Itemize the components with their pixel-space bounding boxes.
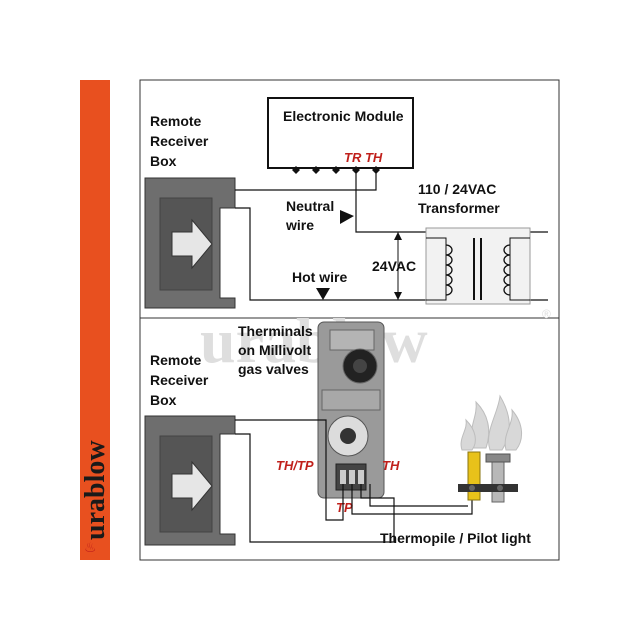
top-receiver-arrow-icon [171,218,213,270]
bottom-receiver-box [144,415,236,546]
hot-wire-label: Hot wire [292,269,347,285]
bottom-wiring [235,419,473,543]
brand-sidebar [80,80,110,560]
voltage-arrow-down-icon [394,292,402,300]
electronic-module-label: Electronic Module [283,108,404,124]
hot-wire-arrow-icon [316,288,330,300]
terminals-label: Therminals on Millivolt gas valves [238,323,317,377]
terminal-th-tp [340,470,346,484]
millivolt-gas-valve [317,321,385,499]
neutral-wire-label: Neutral wire [285,198,338,233]
neutral-wire-arrow-icon [340,210,354,224]
terminal-tp [349,470,355,484]
thermopile-label: Thermopile / Pilot light [380,530,531,546]
brand-sidebar-text: urablow [80,440,111,540]
brand-watermark: urablow [200,305,428,376]
transformer-label: 110 / 24VAC Transformer [418,181,500,216]
terminal-th [358,470,364,484]
bottom-receiver-arrow-icon [171,460,213,512]
thermopile-pilot-assembly [458,451,518,503]
transformer [425,227,531,305]
pilot-flame-icon [460,394,522,451]
th-label: TH [382,458,400,473]
tp-label: TP [336,500,353,515]
th-tp-label: TH/TP [276,458,314,473]
tr-th-label: TR TH [344,150,383,165]
voltage-arrow-up-icon [394,232,402,240]
voltage-label: 24VAC [372,258,416,274]
bottom-receiver-label: Remote Receiver Box [150,352,212,408]
top-receiver-box [144,177,236,309]
top-receiver-label: Remote Receiver Box [150,113,212,169]
brand-watermark-registered: ® [542,307,551,321]
electronic-module [267,97,414,169]
brand-flame-icon: ♨ [84,539,97,555]
